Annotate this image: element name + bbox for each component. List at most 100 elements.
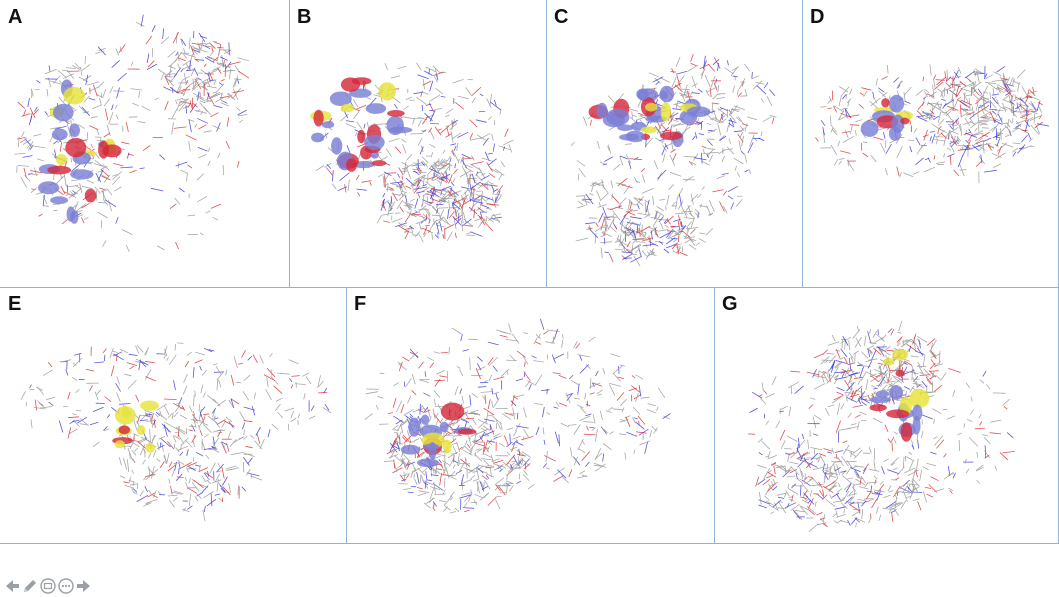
- pencil-icon[interactable]: [22, 578, 38, 594]
- bond-line: [671, 76, 677, 88]
- bond-line: [411, 211, 418, 215]
- bond-line: [836, 488, 843, 493]
- bond-line: [1017, 81, 1020, 92]
- bond-line: [477, 419, 489, 425]
- molecule-render-e: [20, 342, 332, 522]
- bond-line: [119, 46, 122, 52]
- bond-line: [322, 406, 332, 414]
- bond-line: [913, 378, 920, 381]
- interaction-surface: [420, 414, 430, 425]
- bond-line: [379, 372, 385, 375]
- bond-line: [545, 467, 550, 470]
- interaction-surface: [860, 120, 879, 137]
- bond-line: [250, 434, 255, 439]
- bond-line: [930, 359, 936, 366]
- bond-line: [902, 479, 910, 487]
- bond-line: [831, 128, 838, 136]
- bond-line: [705, 89, 710, 97]
- bond-line: [692, 135, 696, 141]
- bond-line: [121, 141, 130, 145]
- bond-line: [217, 67, 222, 75]
- bond-line: [621, 244, 626, 250]
- bond-line: [755, 476, 760, 487]
- bond-line: [521, 436, 534, 441]
- bond-line: [662, 413, 671, 420]
- bond-line: [803, 452, 811, 457]
- bond-line: [666, 194, 670, 206]
- bond-line: [466, 231, 474, 234]
- bond-line: [440, 125, 450, 134]
- bond-line: [212, 363, 218, 366]
- bond-line: [79, 417, 88, 426]
- interaction-surface: [37, 181, 60, 195]
- bond-line: [732, 85, 735, 93]
- bond-line: [472, 198, 476, 206]
- bond-line: [203, 491, 214, 499]
- bond-line: [130, 88, 143, 91]
- bond-line: [855, 523, 857, 528]
- bond-line: [1005, 92, 1011, 96]
- arrow-right-icon[interactable]: [76, 578, 92, 594]
- bond-line: [422, 190, 433, 197]
- bond-line: [671, 143, 674, 152]
- bond-line: [597, 140, 600, 149]
- bond-line: [656, 206, 665, 212]
- bond-line: [97, 46, 106, 56]
- more-icon[interactable]: [58, 578, 74, 594]
- bond-line: [418, 361, 424, 369]
- bond-line: [409, 351, 419, 360]
- bond-line: [126, 152, 130, 159]
- bond-line: [1017, 144, 1026, 154]
- bond-line: [956, 135, 961, 142]
- bond-line: [597, 203, 608, 208]
- bond-line: [760, 97, 764, 103]
- bond-line: [1027, 132, 1032, 140]
- gallery-icon[interactable]: [40, 578, 56, 594]
- bond-line: [887, 328, 893, 333]
- bond-line: [202, 44, 211, 50]
- bond-line: [527, 484, 535, 490]
- bond-line: [929, 109, 935, 115]
- bond-line: [85, 74, 89, 85]
- bond-line: [411, 184, 417, 187]
- interaction-surface: [617, 124, 634, 131]
- bond-line: [187, 103, 192, 108]
- bond-line: [816, 512, 823, 516]
- bond-line: [126, 445, 132, 448]
- bond-line: [447, 208, 450, 220]
- bond-line: [981, 116, 989, 119]
- bond-line: [774, 502, 779, 512]
- bond-line: [95, 153, 100, 159]
- bond-line: [667, 231, 674, 240]
- interaction-surface: [340, 103, 355, 113]
- bond-line: [849, 124, 853, 135]
- bond-line: [160, 72, 165, 81]
- bond-line: [945, 111, 952, 117]
- bond-line: [881, 91, 888, 97]
- bond-line: [439, 500, 446, 503]
- arrow-left-icon[interactable]: [4, 578, 20, 594]
- bond-line: [400, 404, 405, 414]
- bond-line: [163, 421, 176, 429]
- bond-line: [867, 331, 872, 344]
- bond-line: [591, 182, 595, 193]
- bond-line: [905, 496, 912, 498]
- bond-line: [581, 199, 591, 204]
- bond-line: [210, 112, 219, 118]
- bond-line: [741, 135, 745, 147]
- bond-line: [850, 450, 852, 458]
- bond-line: [418, 205, 427, 213]
- bond-line: [687, 205, 693, 216]
- bond-line: [495, 483, 501, 492]
- bond-line: [164, 100, 169, 111]
- bond-line: [181, 38, 187, 47]
- bond-line: [806, 461, 818, 468]
- bond-line: [396, 400, 403, 413]
- bond-line: [766, 95, 773, 107]
- bond-line: [461, 197, 466, 208]
- interaction-surface: [686, 106, 711, 117]
- bond-line: [413, 438, 420, 442]
- bond-line: [159, 461, 165, 469]
- bond-line: [637, 415, 646, 425]
- bond-line: [663, 248, 670, 254]
